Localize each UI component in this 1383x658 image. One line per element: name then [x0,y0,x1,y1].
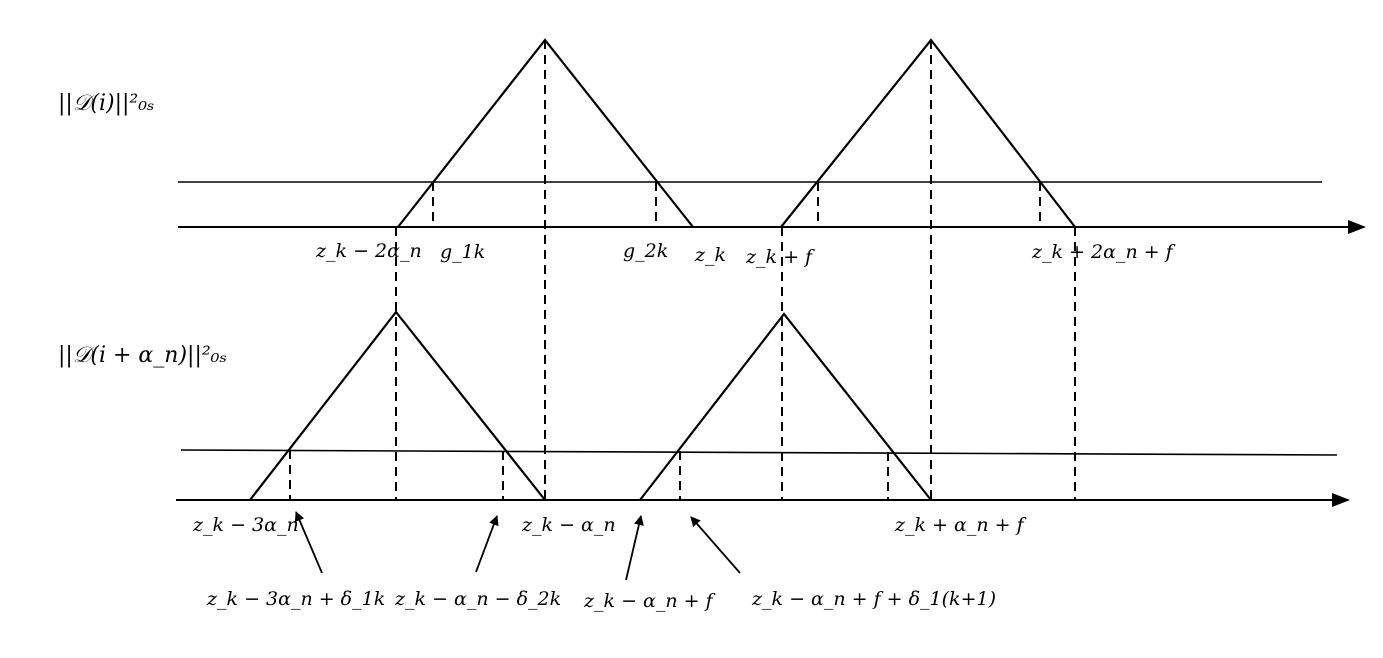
callout-zk-minus-an-plus-f: z_k − α_n + f [583,590,716,612]
top-x-axis-arrowhead [1348,220,1366,234]
bottom-triangle-2 [639,312,932,501]
label-g2k: g_2k [623,240,668,262]
top-y-label: ||𝒟(i)||²₀ₛ [58,91,154,116]
labels: ||𝒟(i)||²₀ₛ ||𝒟(i + α_n)||²₀ₛ z_k − 2α_n… [58,91,1176,612]
bottom-panel [176,310,1350,581]
callout-arrow-d1k [294,511,323,574]
callout-arrow-an-plus-f [625,515,644,581]
label-zk: z_k [694,244,726,266]
label-zk-minus-2an: z_k − 2α_n [315,240,422,262]
callout-arrow-d1k1 [690,516,741,574]
callout-zk-minus-an-minus-d2k: z_k − α_n − δ_2k [394,588,561,610]
top-panel [178,38,1366,234]
callout-arrow-d2k [475,515,499,573]
bottom-threshold-line [180,449,1338,456]
bottom-triangle-1 [249,310,546,501]
label-zk-plus-f: z_k + f [745,246,815,268]
label-zk-minus-3an: z_k − 3α_n [192,514,299,536]
bottom-x-axis-arrowhead [1332,493,1350,507]
label-zk-minus-an: z_k − α_n [521,514,616,536]
label-zk-plus-an-plus-f: z_k + α_n + f [894,514,1027,536]
callout-zk-minus-3an-plus-d1k: z_k − 3α_n + δ_1k [206,588,385,610]
label-g1k: g_1k [440,241,485,263]
bottom-y-label: ||𝒟(i + α_n)||²₀ₛ [58,343,227,368]
callout-zk-minus-an-plus-f-plus-d1k1: z_k − α_n + f + δ_1(k+1) [751,588,996,610]
top-triangle-2 [780,38,1076,228]
label-zk-plus-2an-plus-f: z_k + 2α_n + f [1031,241,1176,263]
